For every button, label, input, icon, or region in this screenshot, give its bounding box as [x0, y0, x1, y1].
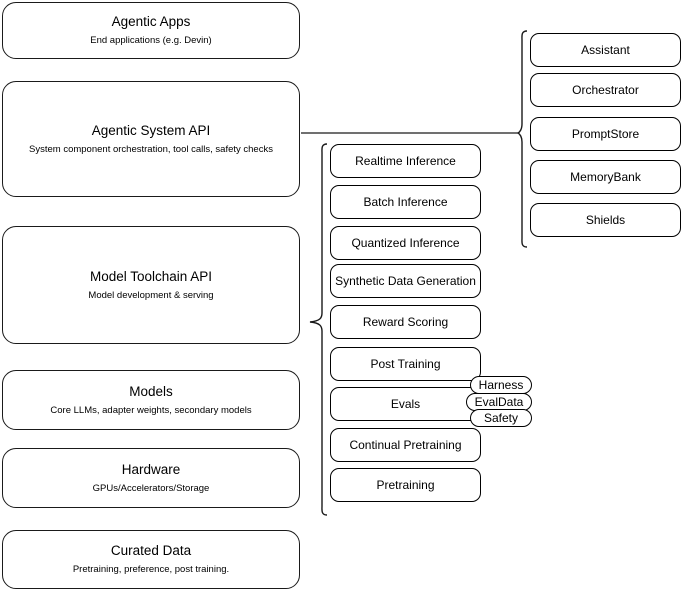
layer-title: Curated Data [110, 543, 192, 559]
chip-label: Evals [390, 397, 421, 411]
brace-agentic-components [516, 30, 528, 248]
chip-label: Realtime Inference [355, 154, 456, 168]
brace-toolchain-components [309, 143, 328, 516]
toolchain-item-synthetic-data-generation[interactable]: Synthetic Data Generation [330, 264, 481, 298]
chip-label: MemoryBank [570, 170, 641, 184]
layer-title: Agentic Apps [111, 14, 191, 30]
chip-label: Reward Scoring [362, 315, 449, 329]
layer-curated-data[interactable]: Curated Data Pretraining, preference, po… [2, 530, 300, 589]
chip-label: Pretraining [376, 478, 435, 492]
layer-title: Models [129, 383, 173, 399]
toolchain-item-evals[interactable]: Evals [330, 387, 481, 421]
chip-label: Continual Pretraining [349, 438, 462, 452]
toolchain-item-reward-scoring[interactable]: Reward Scoring [330, 305, 481, 339]
layer-model-toolchain-api[interactable]: Model Toolchain API Model development & … [2, 226, 300, 344]
layer-subtitle: Pretraining, preference, post training. [72, 564, 230, 575]
layer-title: Model Toolchain API [89, 268, 213, 284]
toolchain-item-post-training[interactable]: Post Training [330, 347, 481, 381]
chip-label: Synthetic Data Generation [335, 274, 476, 288]
layer-subtitle: GPUs/Accelerators/Storage [92, 482, 210, 494]
evals-subitem-harness[interactable]: Harness [470, 376, 532, 394]
layer-subtitle: End applications (e.g. Devin) [90, 35, 212, 46]
toolchain-item-quantized-inference[interactable]: Quantized Inference [330, 226, 481, 260]
layer-subtitle: System component orchestration, tool cal… [29, 143, 273, 155]
layer-subtitle: Core LLMs, adapter weights, secondary mo… [50, 404, 252, 416]
toolchain-item-pretraining[interactable]: Pretraining [330, 468, 481, 502]
layer-subtitle: Model development & serving [88, 289, 214, 301]
agentic-item-orchestrator[interactable]: Orchestrator [530, 73, 681, 107]
layer-title: Hardware [121, 461, 181, 477]
chip-label: Post Training [370, 357, 441, 371]
chip-label: PromptStore [571, 127, 640, 141]
chip-label: Shields [585, 213, 626, 227]
toolchain-item-continual-pretraining[interactable]: Continual Pretraining [330, 428, 481, 462]
layer-agentic-system-api[interactable]: Agentic System API System component orch… [2, 81, 300, 197]
layer-agentic-apps[interactable]: Agentic Apps End applications (e.g. Devi… [2, 2, 300, 59]
layer-models[interactable]: Models Core LLMs, adapter weights, secon… [2, 370, 300, 430]
pill-label: EvalData [474, 395, 524, 409]
pill-label: Safety [483, 411, 519, 425]
toolchain-item-batch-inference[interactable]: Batch Inference [330, 185, 481, 219]
agentic-item-promptstore[interactable]: PromptStore [530, 117, 681, 151]
evals-subitem-safety[interactable]: Safety [470, 409, 532, 427]
chip-label: Batch Inference [363, 195, 448, 209]
layer-title: Agentic System API [91, 122, 211, 138]
agentic-item-assistant[interactable]: Assistant [530, 33, 681, 67]
agentic-item-memorybank[interactable]: MemoryBank [530, 160, 681, 194]
pill-label: Harness [478, 378, 524, 392]
agentic-item-shields[interactable]: Shields [530, 203, 681, 237]
chip-label: Assistant [581, 43, 630, 57]
chip-label: Quantized Inference [351, 236, 460, 250]
chip-label: Orchestrator [572, 83, 639, 97]
layer-hardware[interactable]: Hardware GPUs/Accelerators/Storage [2, 448, 300, 508]
toolchain-item-realtime-inference[interactable]: Realtime Inference [330, 144, 481, 178]
